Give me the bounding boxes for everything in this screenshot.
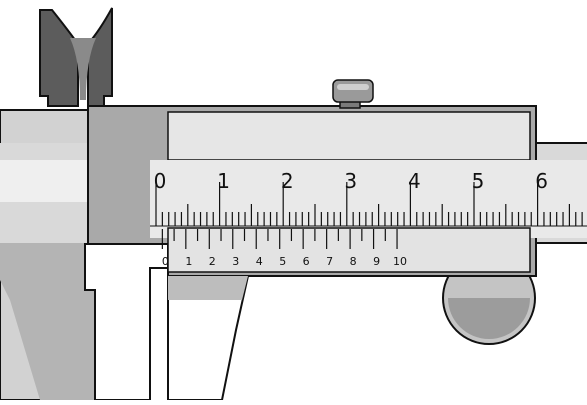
main-scale-label: 0 bbox=[154, 169, 167, 193]
sliding-frame-top-face bbox=[167, 111, 531, 161]
main-scale-labels: 0 1 2 3 4 5 6 bbox=[154, 169, 548, 193]
vernier-scale-label: 8 bbox=[350, 255, 357, 268]
main-scale-label: 3 bbox=[344, 169, 357, 193]
main-scale-window bbox=[150, 160, 587, 238]
fixed-upper-jaw bbox=[39, 9, 79, 107]
lock-screw-icon[interactable] bbox=[332, 79, 374, 109]
sliding-upper-jaw bbox=[87, 7, 113, 107]
vernier-scale-label: 9 bbox=[373, 255, 380, 268]
vernier-scale-label: 6 bbox=[303, 255, 310, 268]
vernier-scale-plate bbox=[167, 227, 531, 273]
vernier-scale-label: 10 bbox=[393, 255, 407, 268]
vernier-scale-label: 5 bbox=[279, 255, 286, 268]
vernier-scale-label: 3 bbox=[232, 255, 239, 268]
main-scale-label: 6 bbox=[535, 169, 548, 193]
vernier-scale-label: 2 bbox=[209, 255, 216, 268]
fixed-lower-jaw bbox=[84, 243, 169, 401]
main-body-shade bbox=[0, 242, 95, 400]
main-scale-label: 4 bbox=[408, 169, 421, 193]
main-scale-label: 5 bbox=[472, 169, 485, 193]
vernier-scale-labels: 0 1 2 3 4 5 6 7 8 9 10 bbox=[162, 255, 407, 268]
vernier-scale-label: 1 bbox=[185, 255, 192, 268]
sliding-lower-jaw-shade bbox=[168, 276, 248, 300]
main-scale-label: 2 bbox=[281, 169, 294, 193]
vernier-scale-label: 7 bbox=[326, 255, 333, 268]
main-scale-ticks bbox=[150, 182, 587, 227]
vernier-scale-ticks bbox=[161, 229, 398, 249]
main-scale-label: 1 bbox=[217, 169, 230, 193]
upper-jaw-lining bbox=[70, 38, 96, 100]
vernier-scale-label: 0 bbox=[162, 255, 169, 268]
vernier-scale-label: 4 bbox=[256, 255, 263, 268]
